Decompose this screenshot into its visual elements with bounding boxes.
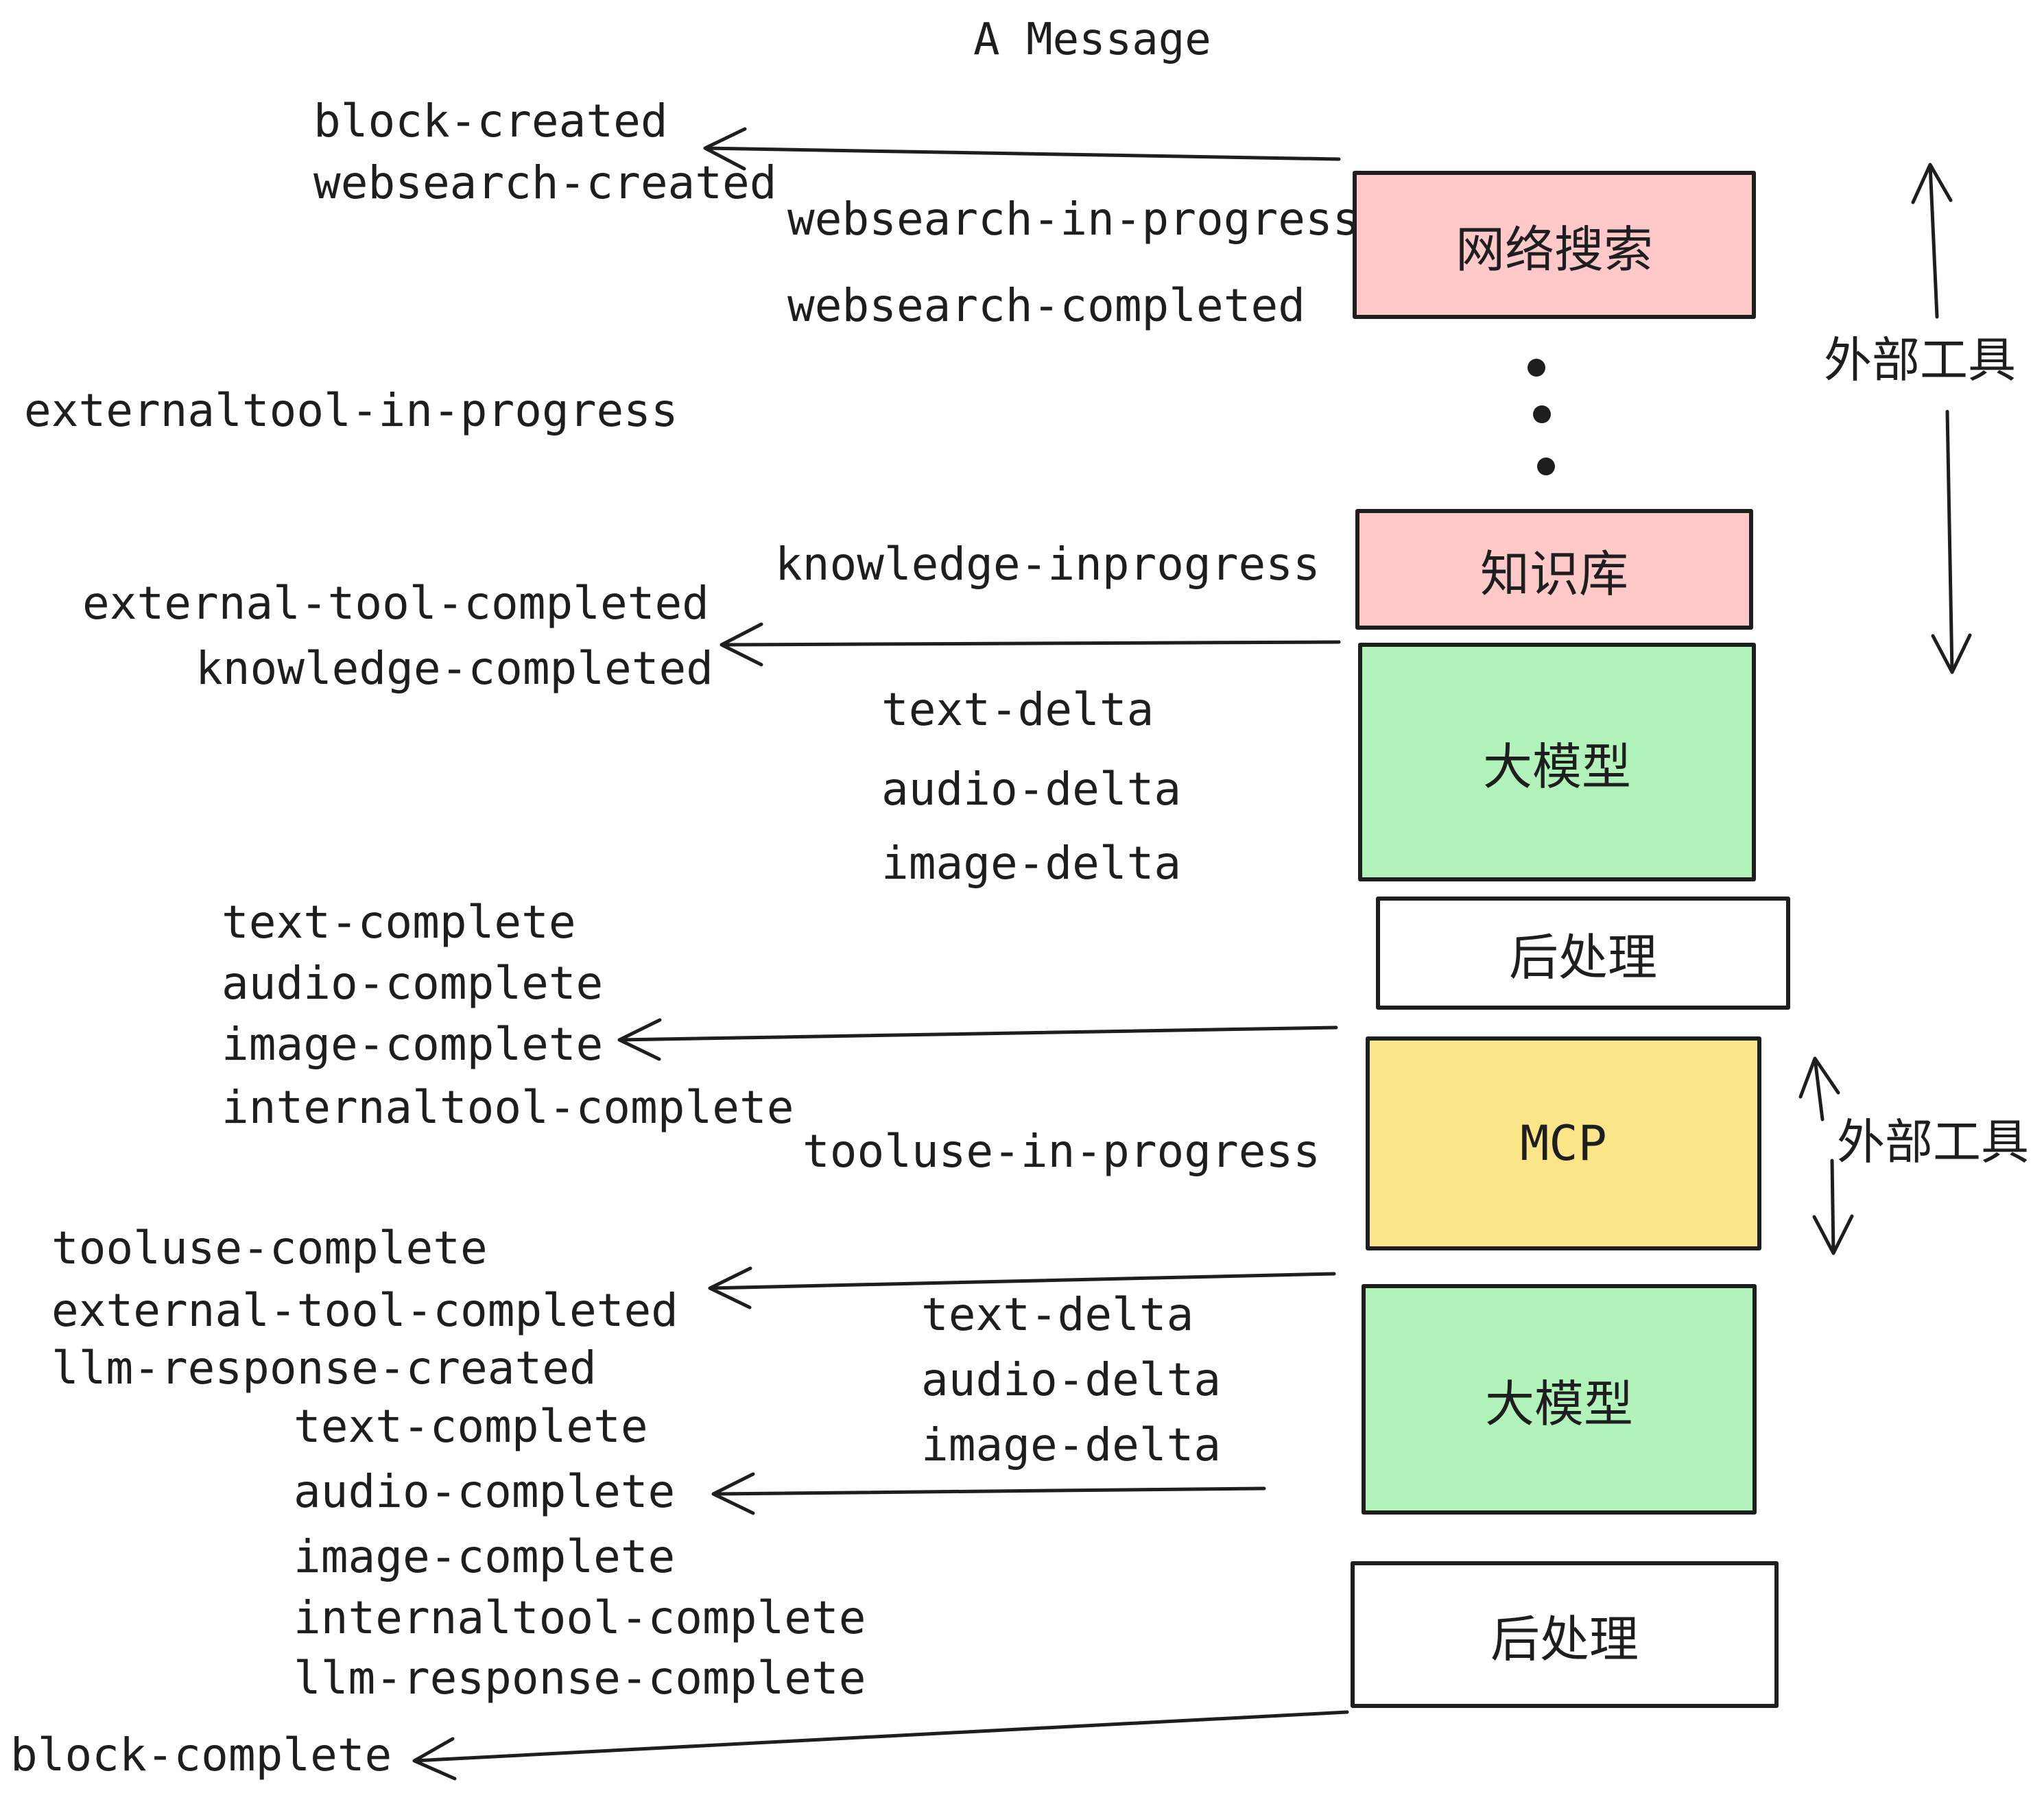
event-label-llm-response-created: llm-response-created <box>51 1342 597 1394</box>
side-label-external-tools-mcp: 外部工具 <box>1837 1115 2029 1169</box>
box-postprocess-2: 后处理 <box>1351 1561 1779 1708</box>
box-llm-2-label: 大模型 <box>1484 1377 1633 1432</box>
box-postprocess-2-label: 后处理 <box>1490 1612 1639 1667</box>
event-label-text-complete-2: text-complete <box>294 1400 648 1453</box>
event-label-audio-complete-2: audio-complete <box>294 1465 676 1518</box>
side-label-external-tools-top: 外部工具 <box>1824 333 2016 387</box>
box-mcp-label: MCP <box>1520 1115 1607 1172</box>
event-label-text-delta-1: text-delta <box>881 683 1154 736</box>
arrow-down-mcp-external-tools-icon <box>1812 1159 1854 1255</box>
box-llm-1-label: 大模型 <box>1482 739 1631 795</box>
event-label-knowledge-inprogress: knowledge-inprogress <box>775 538 1320 591</box>
event-label-websearch-completed: websearch-completed <box>787 279 1305 332</box>
arrow-left-block-complete-icon <box>412 1710 1349 1781</box>
box-websearch: 网络搜索 <box>1353 171 1756 319</box>
event-label-tooluse-in-progress: tooluse-in-progress <box>803 1125 1320 1178</box>
arrow-left-audio-complete-icon <box>711 1472 1266 1515</box>
event-label-block-created: block-created <box>313 95 668 147</box>
event-label-tooluse-complete: tooluse-complete <box>51 1222 488 1274</box>
event-label-text-delta-2: text-delta <box>921 1288 1194 1341</box>
event-label-internaltool-complete-1: internaltool-complete <box>222 1081 794 1134</box>
event-label-block-complete: block-complete <box>10 1729 392 1781</box>
event-label-websearch-in-progress: websearch-in-progress <box>787 193 1360 246</box>
event-label-internaltool-complete-2: internaltool-complete <box>294 1591 866 1644</box>
arrow-up-mcp-external-tools-icon <box>1798 1056 1840 1121</box>
event-label-websearch-created: websearch-created <box>313 156 777 209</box>
page-title: A Message <box>973 14 1211 65</box>
event-label-image-complete-2: image-complete <box>294 1530 676 1583</box>
event-label-text-complete-1: text-complete <box>222 896 576 949</box>
arrow-left-knowledge-completed-icon <box>720 622 1341 667</box>
box-knowledge-label: 知识库 <box>1479 547 1628 602</box>
event-label-external-tool-completed: external-tool-completed <box>82 577 709 630</box>
event-label-audio-delta-2: audio-delta <box>921 1353 1222 1406</box>
event-label-externaltool-in-progress: externaltool-in-progress <box>24 384 678 437</box>
box-llm-2: 大模型 <box>1362 1284 1757 1515</box>
event-label-audio-delta-1: audio-delta <box>881 763 1182 816</box>
arrow-down-external-tools-icon <box>1931 410 1972 674</box>
event-label-external-tool-completed-2: external-tool-completed <box>51 1284 678 1337</box>
box-postprocess-1-label: 后处理 <box>1508 931 1657 986</box>
ellipsis-dots-icon <box>1528 359 1555 475</box>
event-label-image-delta-2: image-delta <box>921 1419 1222 1471</box>
box-llm-1: 大模型 <box>1358 643 1756 881</box>
event-label-audio-complete-1: audio-complete <box>222 957 604 1010</box>
arrow-left-tooluse-complete-icon <box>708 1266 1336 1309</box>
arrow-left-websearch-created-icon <box>703 127 1341 171</box>
box-websearch-label: 网络搜索 <box>1455 222 1653 278</box>
event-label-knowledge-completed: knowledge-completed <box>195 642 713 695</box>
box-mcp: MCP <box>1366 1036 1761 1250</box>
box-knowledge: 知识库 <box>1355 509 1753 630</box>
event-label-llm-response-complete: llm-response-complete <box>294 1652 866 1705</box>
box-postprocess-1: 后处理 <box>1376 897 1790 1010</box>
arrow-left-image-complete-icon <box>617 1018 1338 1061</box>
event-label-image-delta-1: image-delta <box>881 837 1182 890</box>
arrow-up-external-tools-icon <box>1911 163 1953 319</box>
event-label-image-complete-1: image-complete <box>222 1018 604 1071</box>
